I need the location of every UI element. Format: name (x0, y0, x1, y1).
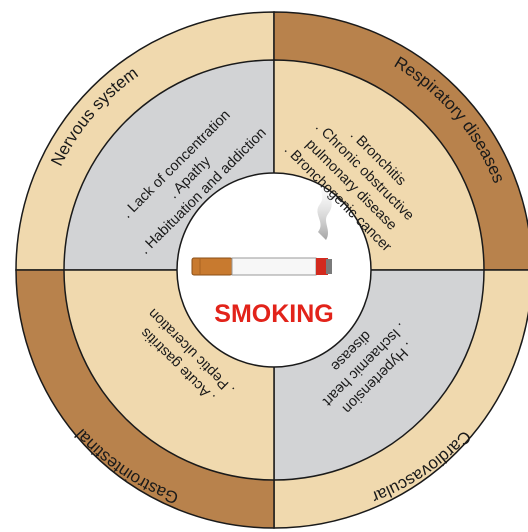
cigarette-icon (191, 184, 332, 276)
center-label: SMOKING (214, 300, 333, 328)
